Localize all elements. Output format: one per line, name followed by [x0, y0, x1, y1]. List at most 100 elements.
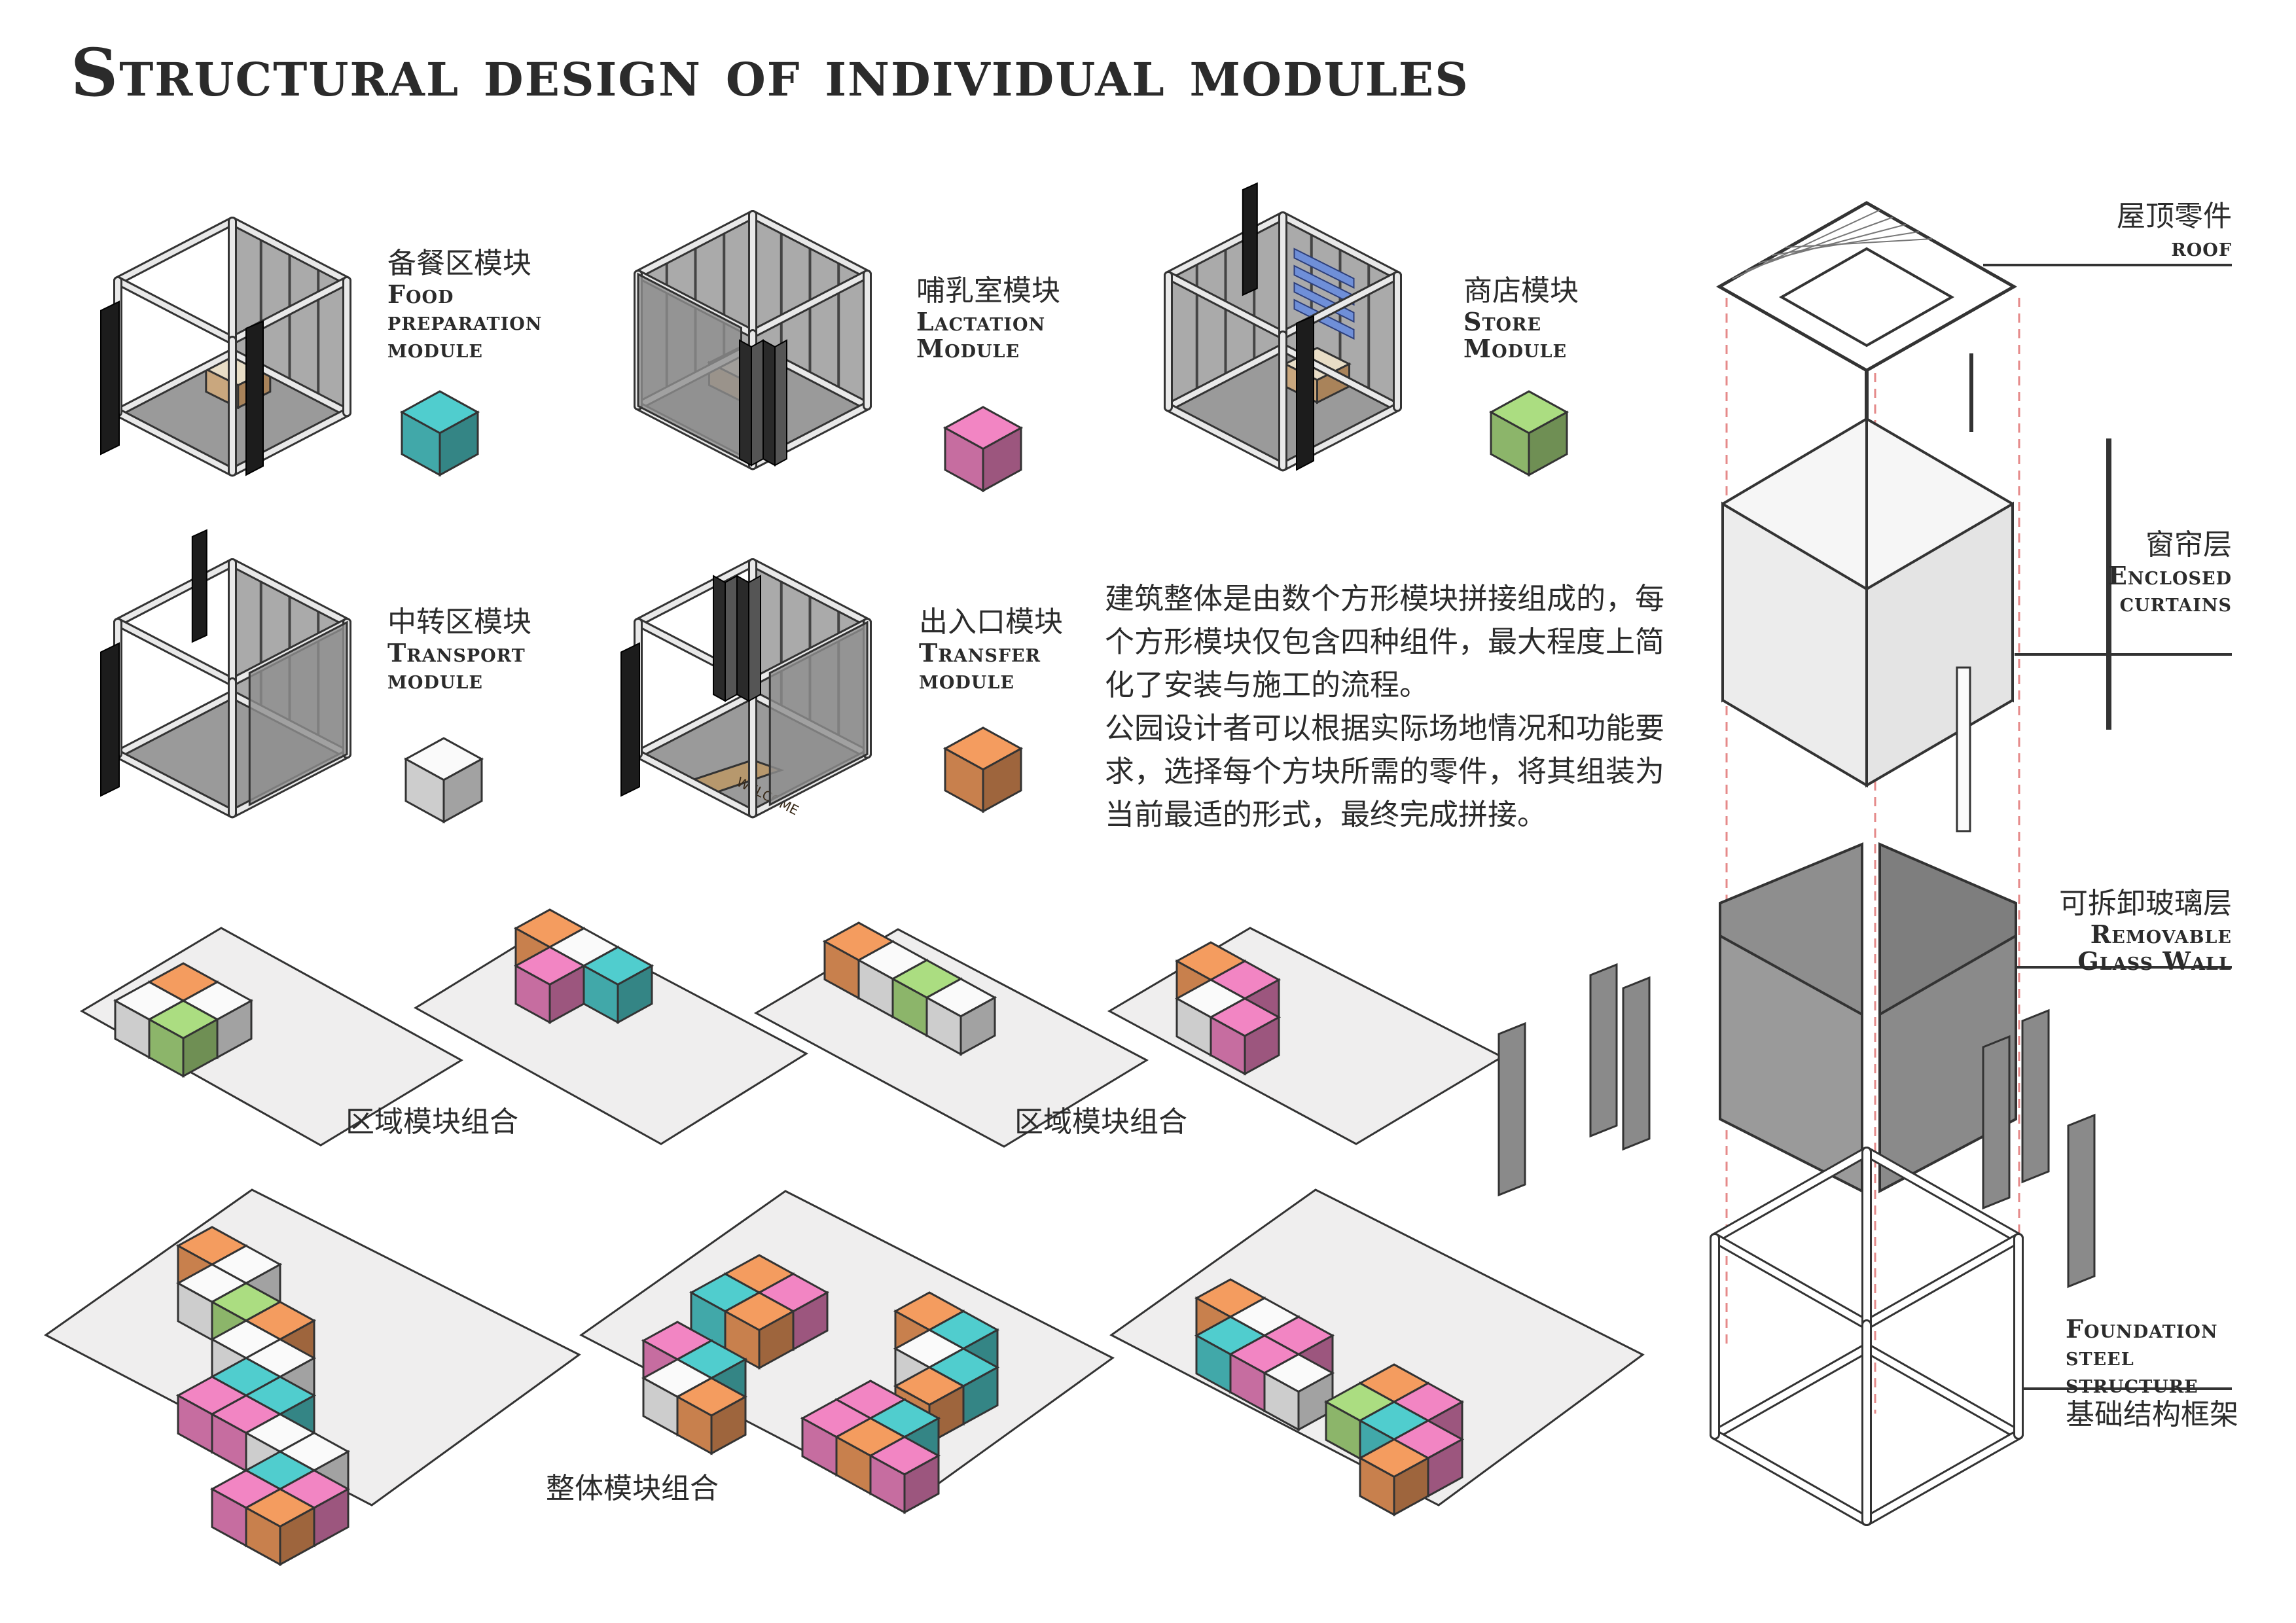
- loose-glass-panel: [1498, 1022, 1526, 1197]
- folding-door-leaf: [748, 575, 761, 702]
- frame-beam: [1166, 273, 1285, 338]
- module-cn-name: 备餐区模块: [387, 247, 531, 280]
- frame-beam: [636, 560, 755, 625]
- dark-door-panel: [191, 529, 207, 643]
- module-label-transport: 中转区模块 Transport module: [387, 605, 531, 695]
- cluster-cube: [868, 1436, 941, 1514]
- loose-glass-panel: [2067, 1113, 2096, 1289]
- layer-en-name-line: Glass Wall: [2077, 946, 2232, 976]
- foundation-beam: [1863, 1345, 2022, 1438]
- module-label-lactation: 哺乳室模块 Lactation Module: [916, 274, 1060, 364]
- folding-door-leaf: [774, 339, 787, 467]
- layer-label-curtains: 窗帘层 Enclosed curtains: [2003, 528, 2232, 616]
- module-en-name-line: module: [387, 665, 483, 695]
- frame-beam: [230, 560, 350, 625]
- cube-right-face: [182, 1018, 219, 1078]
- module-cn-name: 哺乳室模块: [916, 274, 1060, 308]
- page-title: Structural design of individual modules: [71, 34, 1469, 111]
- frame-beam: [115, 751, 235, 817]
- cluster-cube: [243, 1488, 317, 1567]
- folding-door-leaf: [751, 339, 764, 467]
- whole-cluster-2d: [800, 1380, 941, 1514]
- whole-cluster-2c: [893, 1291, 1000, 1445]
- loose-glass-panel: [1622, 976, 1651, 1151]
- module-en-name-line: Lactation: [916, 306, 1046, 336]
- module-en-name-line: module: [387, 334, 483, 364]
- legend-cube-transfer: [942, 726, 1024, 813]
- roof-slat: [1784, 238, 1933, 248]
- layer-cn-name: 屋顶零件: [2117, 200, 2232, 233]
- frame-beam: [115, 692, 235, 757]
- frame-beam: [115, 410, 235, 475]
- module-label-transfer: 出入口模块 Transfer module: [919, 605, 1063, 695]
- frame-beam: [115, 620, 235, 685]
- store-shelf: [1293, 298, 1355, 340]
- loose-glass-panel: [1982, 1035, 2011, 1210]
- cube-right-face: [1393, 1456, 1429, 1517]
- description-line: 公园设计者可以根据实际场地情况和功能要求，选择每个方块所需的零件，将其组装为当前…: [1105, 711, 1665, 832]
- cube-right-face: [710, 1395, 747, 1455]
- cluster-cube: [581, 946, 655, 1024]
- layer-label-roof: 屋顶零件 roof: [1996, 200, 2232, 260]
- cluster-cube: [513, 946, 586, 1024]
- frame-beam: [750, 272, 870, 336]
- layer-en-name-line: Enclosed: [2108, 560, 2232, 590]
- whole-cluster-3b: [1323, 1363, 1465, 1517]
- dark-door-panel: [1296, 315, 1314, 471]
- whole-cluster-3a: [1194, 1278, 1335, 1432]
- frame-beam: [636, 212, 755, 277]
- whole-cluster-1: [175, 1226, 351, 1567]
- caption-area-combo-right: 区域模块组合: [1014, 1105, 1187, 1139]
- folding-door-leaf: [713, 575, 726, 702]
- layer-label-glass: 可拆卸玻璃层 Removable Glass Wall: [1964, 887, 2232, 975]
- module-lactation: [634, 210, 872, 471]
- store-shelf: [1293, 281, 1355, 323]
- layer-label-foundation: Foundation steel structure 基础结构框架: [2066, 1315, 2238, 1432]
- folding-door-leaf: [739, 339, 752, 467]
- cluster-cube: [1262, 1353, 1335, 1432]
- cube-right-face: [442, 757, 483, 824]
- roof-opening: [1778, 247, 1955, 348]
- cube-right-face: [617, 964, 653, 1024]
- module-en-name-line: Module: [1463, 334, 1568, 364]
- foundation-beam: [1863, 1431, 2022, 1524]
- layer-en-name-line: structure: [2066, 1368, 2198, 1399]
- module-en-name-line: Store: [1463, 306, 1542, 336]
- frame-beam: [115, 350, 235, 416]
- area-combo-plate: [414, 920, 809, 1145]
- legend-cube-transport: [403, 737, 484, 824]
- module-cn-name: 中转区模块: [387, 605, 531, 639]
- frame-beam: [1166, 213, 1285, 278]
- cluster-cube: [924, 978, 997, 1056]
- layer-en-name-line: roof: [2171, 232, 2232, 262]
- module-en-name-line: module: [919, 665, 1014, 695]
- layer-en-name-line: steel: [2066, 1341, 2134, 1371]
- folding-door-leaf: [736, 575, 749, 702]
- layer-cn-name: 基础结构框架: [2066, 1398, 2238, 1432]
- module-cn-name: 出入口模块: [919, 605, 1063, 639]
- dark-door-panel: [100, 300, 120, 455]
- module-en-name-line: Food: [387, 279, 454, 309]
- frame-beam: [115, 219, 235, 283]
- module-en-name-line: Module: [916, 334, 1020, 364]
- frame-beam: [1166, 345, 1285, 410]
- curtain-panel: [1865, 501, 2014, 788]
- foundation-beam: [1863, 1235, 2022, 1328]
- folding-door-leaf: [762, 339, 776, 467]
- module-en-name-line: preparation: [387, 306, 543, 336]
- whole-combo-plate: [579, 1190, 1115, 1507]
- layer-en-name-line: Removable: [2090, 919, 2232, 949]
- loose-glass-panel: [1589, 963, 1618, 1138]
- exploded-structure: [1498, 201, 2232, 1526]
- dark-door-panel: [620, 642, 640, 797]
- description-paragraph: 建筑整体是由数个方形模块拼接组成的，每个方形模块仅包含四种组件，最大程度上简化了…: [1105, 577, 1681, 836]
- cluster-cube: [1208, 997, 1282, 1076]
- dark-door-panel: [100, 642, 120, 797]
- frame-beam: [636, 751, 755, 817]
- legend-cube-store: [1488, 390, 1570, 477]
- module-transport: [100, 529, 351, 819]
- module-store: [1164, 182, 1402, 472]
- curtain-post: [1956, 666, 1971, 832]
- caption-whole-combo: 整体模块组合: [546, 1472, 719, 1505]
- cube-right-face: [960, 995, 996, 1056]
